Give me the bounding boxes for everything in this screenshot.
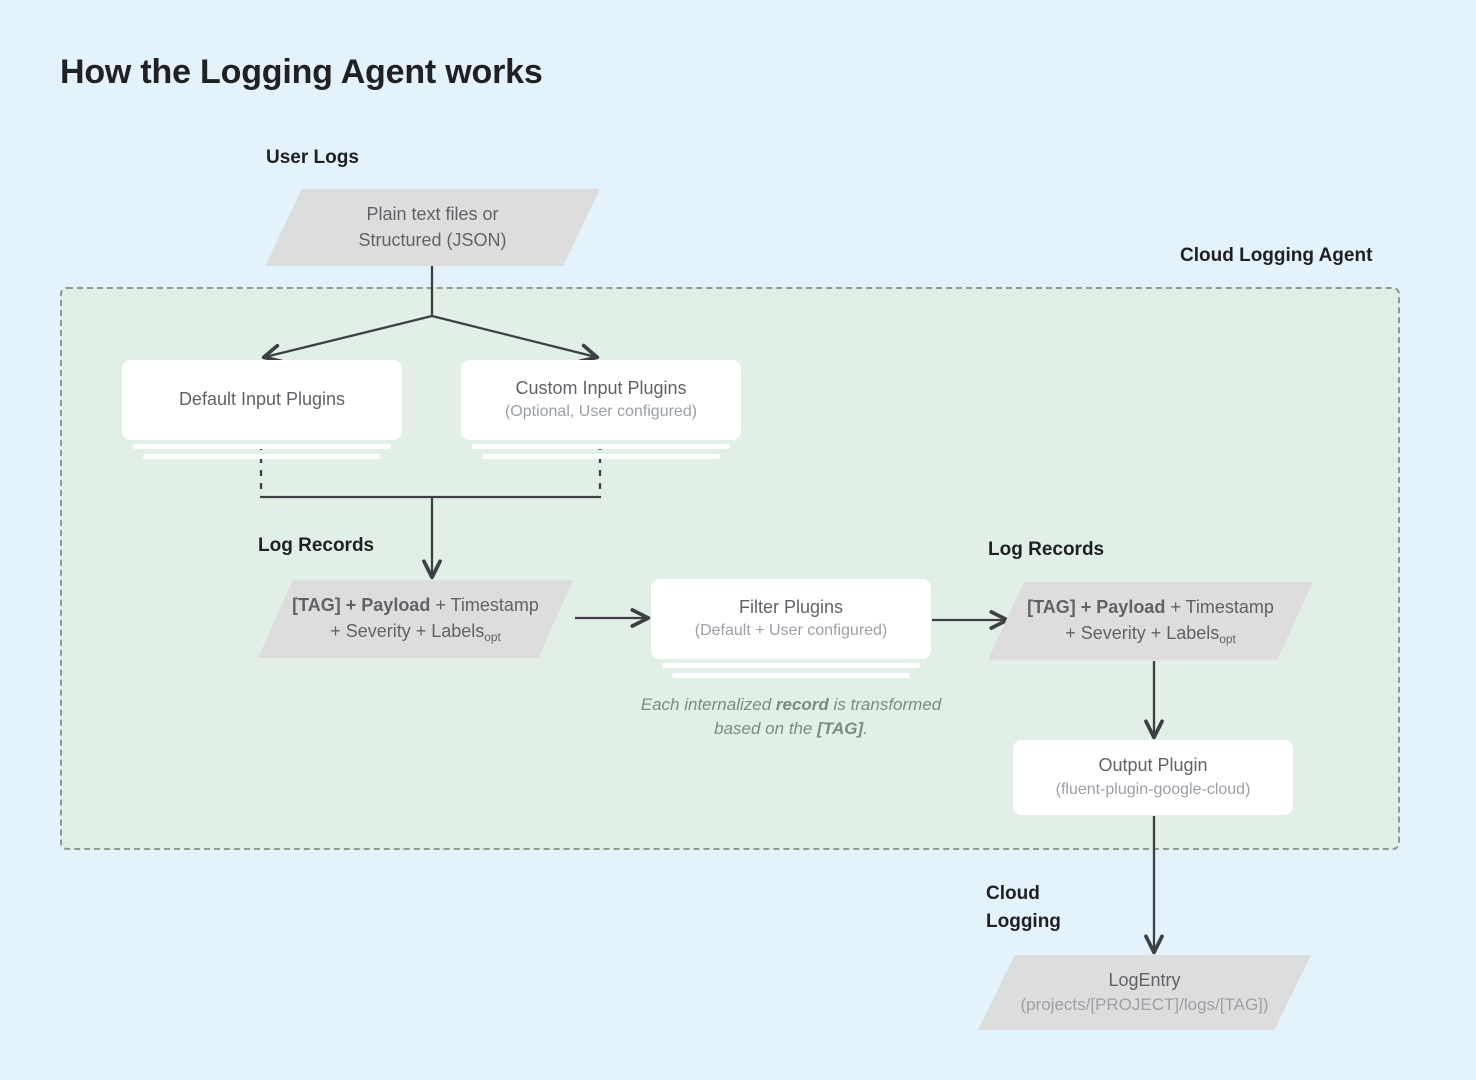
filter-plugins-stack-line-2 [672, 673, 910, 678]
custom-input-plugins-stack-line-2 [482, 454, 720, 459]
output-plugin-subtitle: (fluent-plugin-google-cloud) [1055, 780, 1251, 798]
custom-input-plugins-title: Custom Input Plugins [515, 377, 687, 398]
log-record-right-rest: + Timestamp [1165, 597, 1274, 618]
default-input-plugins-stack-line-2 [143, 454, 381, 459]
log-record-left-line-1: [TAG] + Payload + Timestamp [292, 593, 539, 619]
node-default-input-plugins[interactable]: Default Input Plugins [122, 360, 402, 440]
label-log-records-right: Log Records [988, 539, 1105, 560]
log-record-right-line-2: + Severity + Labelsopt [1065, 621, 1236, 647]
filter-caption-text-3: . [863, 719, 868, 739]
label-cloud-logging: Cloud Logging [986, 883, 1061, 932]
filter-plugins-caption: Each internalized record is transformed … [635, 693, 947, 741]
label-cloud-logging-agent: Cloud Logging Agent [1180, 245, 1373, 266]
filter-plugins-stack-line-1 [662, 663, 920, 668]
log-record-left-line-2: + Severity + Labelsopt [330, 619, 501, 645]
node-output-plugin[interactable]: Output Plugin (fluent-plugin-google-clou… [1013, 740, 1293, 815]
node-log-record-left[interactable]: [TAG] + Payload + Timestamp + Severity +… [258, 580, 573, 658]
node-log-entry[interactable]: LogEntry (projects/[PROJECT]/logs/[TAG]) [978, 955, 1311, 1030]
label-user-logs: User Logs [266, 147, 359, 168]
log-record-left-rest: + Timestamp [430, 595, 539, 616]
filter-plugins-title: Filter Plugins [738, 596, 844, 617]
log-record-left-subscript: opt [484, 630, 501, 645]
filter-caption-text-1: Each internalized [640, 695, 776, 714]
log-record-right-line2-text: + Severity + Labels [1065, 623, 1220, 643]
node-log-record-right[interactable]: [TAG] + Payload + Timestamp + Severity +… [988, 582, 1313, 660]
filter-plugins-subtitle: (Default + User configured) [694, 622, 888, 640]
output-plugin-title: Output Plugin [1098, 755, 1208, 776]
log-entry-subtitle: (projects/[PROJECT]/logs/[TAG]) [1020, 995, 1269, 1015]
label-log-records-left: Log Records [258, 535, 375, 556]
log-record-left-line2-text: + Severity + Labels [330, 621, 485, 641]
page-title: How the Logging Agent works [60, 53, 543, 91]
log-record-right-bold: [TAG] + Payload [1027, 597, 1166, 618]
user-logs-line-1: Plain text files or [366, 203, 499, 224]
log-record-left-bold: [TAG] + Payload [292, 595, 431, 616]
custom-input-plugins-subtitle: (Optional, User configured) [504, 403, 698, 421]
custom-input-plugins-stack-line-1 [472, 444, 730, 449]
node-custom-input-plugins[interactable]: Custom Input Plugins (Optional, User con… [461, 360, 741, 440]
default-input-plugins-title: Default Input Plugins [178, 389, 346, 410]
node-user-logs-source[interactable]: Plain text files or Structured (JSON) [265, 189, 600, 266]
filter-caption-bold-1: record [775, 695, 829, 714]
log-record-right-line-1: [TAG] + Payload + Timestamp [1027, 595, 1274, 621]
node-filter-plugins[interactable]: Filter Plugins (Default + User configure… [651, 579, 931, 659]
filter-caption-bold-2: [TAG] [817, 719, 864, 739]
filter-caption-text-2: is transformed based on the [714, 695, 942, 739]
default-input-plugins-stack-line-1 [133, 444, 391, 449]
log-record-right-subscript: opt [1219, 632, 1236, 647]
log-entry-title: LogEntry [1108, 970, 1181, 990]
user-logs-line-2: Structured (JSON) [358, 229, 507, 250]
